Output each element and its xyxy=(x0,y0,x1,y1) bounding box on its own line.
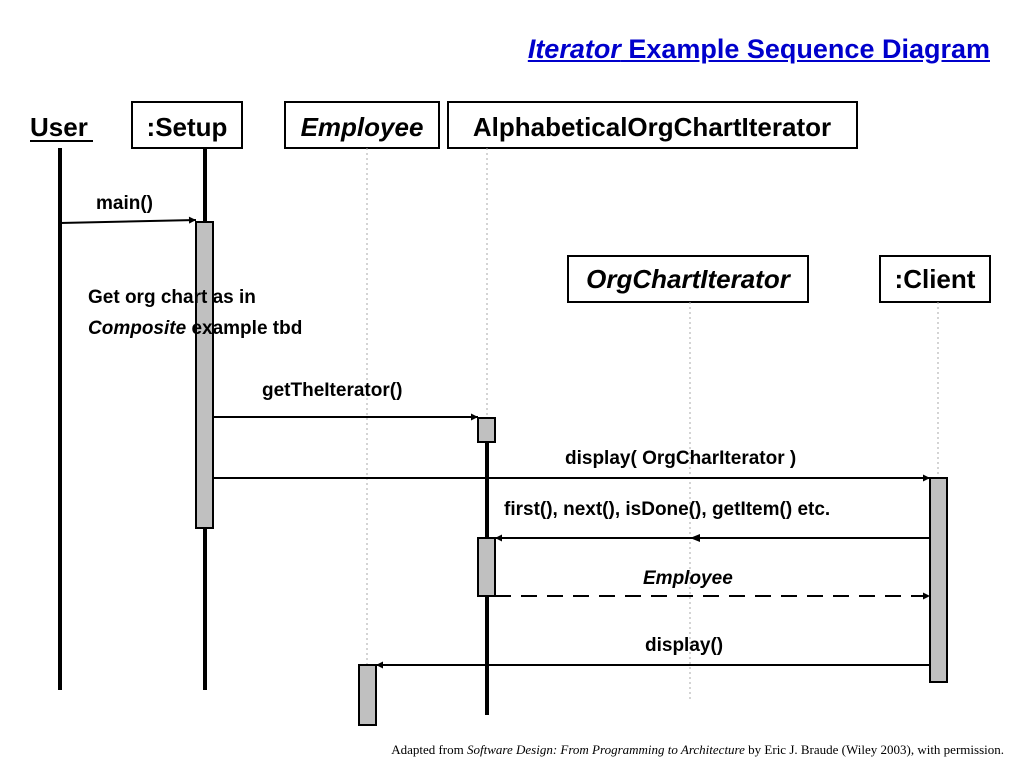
employee-return-label: Employee xyxy=(643,568,733,589)
client-box xyxy=(879,255,991,303)
participant-setup: :Setup xyxy=(147,112,228,142)
iterate-mid-arrowhead xyxy=(690,534,700,542)
setup-activation xyxy=(195,221,214,529)
employee-activation xyxy=(358,664,377,726)
alpha-iterator-box xyxy=(447,101,858,149)
title-rest: Example Sequence Diagram xyxy=(620,34,990,64)
main-message-label: main() xyxy=(96,193,153,214)
title-emphasis: Iterator xyxy=(527,34,621,64)
alpha-iterator-activation-1 xyxy=(477,417,496,443)
setup-box xyxy=(131,101,243,149)
note-emphasis: Composite xyxy=(88,318,187,339)
diagram-title: Iterator Example Sequence Diagram xyxy=(480,34,990,65)
alpha-iterator-activation-2 xyxy=(477,537,496,597)
participant-employee: Employee xyxy=(301,112,424,142)
note-line-2: Composite example tbd xyxy=(88,318,302,339)
participant-alpha-iterator: AlphabeticalOrgChartIterator xyxy=(473,112,831,142)
credit-book: Software Design: From Programming to Arc… xyxy=(467,742,745,757)
iterate-label: first(), next(), isDone(), getItem() etc… xyxy=(504,499,830,520)
display-iterator-label: display( OrgCharIterator ) xyxy=(565,448,796,469)
employee-box xyxy=(284,101,440,149)
main-message-arrow xyxy=(59,216,197,224)
display-label: display() xyxy=(645,635,723,656)
note-line-1: Get org chart as in xyxy=(88,287,256,308)
participant-orgchart-iterator: OrgChartIterator xyxy=(586,264,792,294)
credit-line: Adapted from Software Design: From Progr… xyxy=(0,742,1004,758)
participant-user: User xyxy=(30,112,88,142)
participant-client: :Client xyxy=(895,264,976,294)
note-rest: example tbd xyxy=(186,318,302,339)
client-activation xyxy=(929,477,948,683)
get-iterator-label: getTheIterator() xyxy=(262,380,402,401)
credit-prefix: Adapted from xyxy=(391,742,467,757)
orgchart-iterator-box xyxy=(567,255,809,303)
credit-suffix: by Eric J. Braude (Wiley 2003), with per… xyxy=(744,742,1004,757)
